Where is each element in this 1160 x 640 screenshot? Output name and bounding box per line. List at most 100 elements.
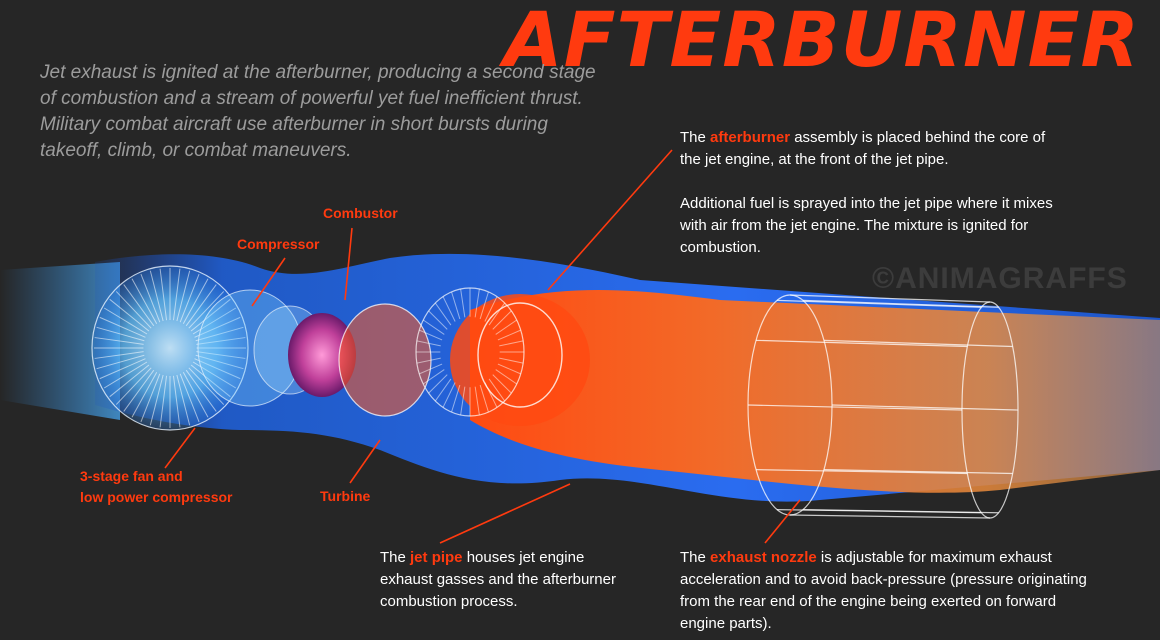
blade <box>195 354 244 370</box>
blade <box>94 337 144 345</box>
blade <box>140 373 161 423</box>
blade <box>131 372 158 418</box>
blade <box>488 302 506 326</box>
blade <box>188 291 225 329</box>
nozzle-strut <box>823 469 1013 475</box>
blade <box>488 378 506 402</box>
blade <box>422 369 445 385</box>
intake-air-stream <box>0 262 120 420</box>
note-jet-pipe-pre: The <box>380 549 411 566</box>
blade <box>416 357 441 364</box>
nozzle-strut <box>777 509 982 514</box>
blade <box>460 386 466 416</box>
note-jet-pipe: The jet pipe houses jet engine exhaust g… <box>380 547 638 613</box>
blade <box>497 329 521 341</box>
blade <box>492 310 512 330</box>
note-nozzle-highlight: exhaust nozzle <box>710 549 817 566</box>
nozzle-strut <box>756 339 968 348</box>
blade <box>495 369 518 385</box>
blade <box>96 326 145 342</box>
blade <box>123 284 155 327</box>
afterburner-ring <box>477 302 563 408</box>
exhaust-nozzle-wireframe <box>747 294 1019 519</box>
afterburner-flame <box>450 294 590 426</box>
nozzle-strut <box>756 469 968 475</box>
blade <box>176 374 191 426</box>
blade <box>188 367 225 405</box>
blade <box>479 384 489 413</box>
combustor-core <box>288 313 356 397</box>
blade <box>474 386 480 416</box>
blade <box>140 273 161 323</box>
note-afterburner-pre: The <box>680 129 711 146</box>
blade <box>460 288 466 318</box>
blade <box>172 375 181 428</box>
blade <box>499 357 524 364</box>
blade <box>196 351 246 359</box>
blade <box>149 374 164 426</box>
blade <box>194 316 241 338</box>
leader-lines <box>164 149 801 544</box>
blade <box>442 296 456 322</box>
blade <box>159 375 168 428</box>
blade <box>194 358 241 380</box>
watermark: ©ANIMAGRAFFS <box>872 262 1128 295</box>
blade <box>96 354 145 370</box>
blade <box>115 291 152 329</box>
blade <box>103 361 148 389</box>
label-combustor: Combustor <box>323 205 398 221</box>
note-afterburner: The afterburner assembly is placed behin… <box>680 127 1070 259</box>
nozzle-strut <box>747 404 963 411</box>
blade <box>495 319 518 335</box>
turbine-disc <box>338 303 432 417</box>
blade <box>131 278 158 324</box>
note-exhaust-nozzle: The exhaust nozzle is adjustable for max… <box>680 547 1100 635</box>
blade <box>428 374 448 394</box>
turbine-blades <box>416 288 524 416</box>
blade <box>172 268 181 321</box>
nozzle-strut <box>823 339 1013 348</box>
label-fan-line1: 3-stage fan and <box>80 468 183 484</box>
blade <box>94 351 144 359</box>
blade <box>149 270 164 322</box>
blade <box>182 372 209 418</box>
nozzle-strut <box>777 299 982 308</box>
blade <box>196 337 246 345</box>
blade <box>179 373 200 423</box>
blade <box>179 273 200 323</box>
label-fan-line2: low power compressor <box>80 489 233 505</box>
blade <box>416 340 441 347</box>
blade <box>185 284 217 327</box>
blade <box>109 298 150 332</box>
blade <box>159 268 168 321</box>
blade <box>492 374 512 394</box>
blade <box>434 302 452 326</box>
blade <box>419 363 443 375</box>
blade <box>115 367 152 405</box>
intro-paragraph: Jet exhaust is ignited at the afterburne… <box>40 62 596 161</box>
blade <box>123 369 155 412</box>
note-nozzle-post: is adjustable for maximum exhaust accele… <box>680 549 1087 632</box>
blade <box>99 358 146 380</box>
label-compressor: Compressor <box>237 236 320 252</box>
note-afterburner-para2: Additional fuel is sprayed into the jet … <box>680 195 1053 256</box>
page-title: AFTERBURNER <box>503 0 1140 84</box>
note-afterburner-post: assembly is placed behind the core of th… <box>680 129 1046 168</box>
nozzle-strut <box>831 404 1019 411</box>
blade <box>451 384 461 413</box>
blade <box>190 298 231 332</box>
blade <box>185 369 217 412</box>
blade <box>442 382 456 408</box>
blade <box>451 291 461 320</box>
blade <box>99 316 146 338</box>
blade <box>109 364 150 398</box>
label-turbine: Turbine <box>320 488 371 504</box>
note-jet-pipe-post: houses jet engine exhaust gasses and the… <box>380 549 616 610</box>
blade <box>190 364 231 398</box>
note-afterburner-highlight: afterburner <box>710 129 791 146</box>
exhaust-plume <box>470 290 1160 493</box>
blade <box>422 319 445 335</box>
blade <box>195 326 244 342</box>
blade <box>474 288 480 318</box>
